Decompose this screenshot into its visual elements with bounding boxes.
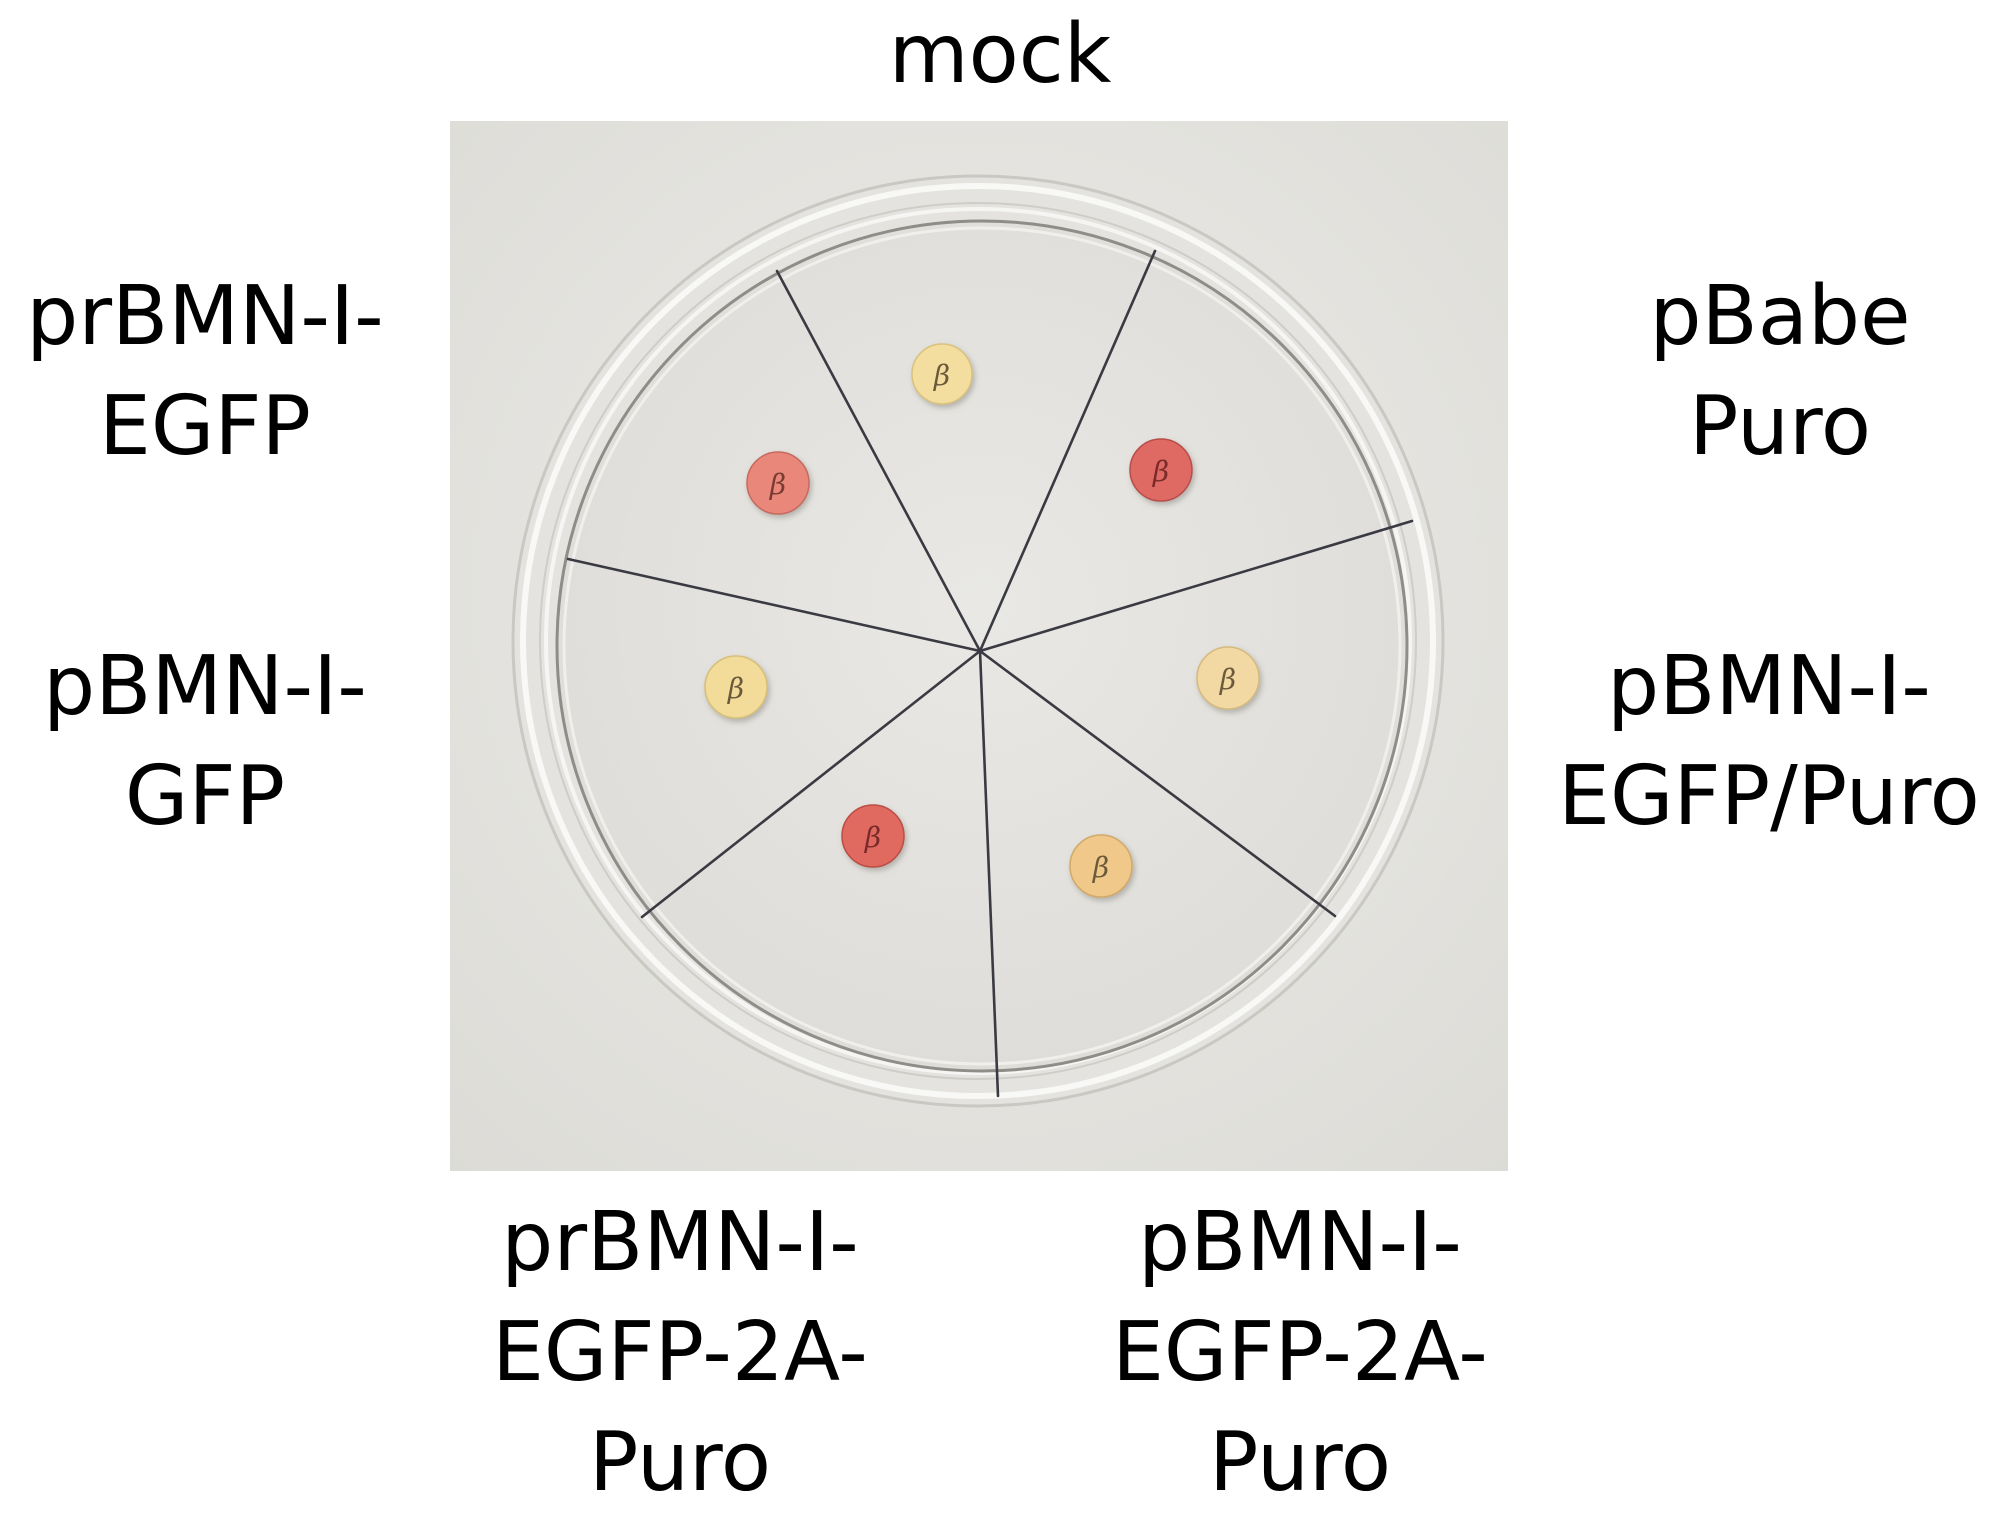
sector-line (640, 649, 982, 919)
disc-pbmn-i-egfp-2a-puro: β (1069, 834, 1133, 898)
label-line: prBMN-I- (26, 269, 384, 364)
label-pbabe-puro: pBabe Puro (1580, 262, 1980, 482)
label-line: mock (888, 7, 1112, 102)
disc (1069, 834, 1133, 898)
disc (911, 343, 973, 405)
petri-dish-photo: β β β β β β β (450, 121, 1508, 1171)
disc-glyph: β (727, 672, 744, 705)
label-line: EGFP-2A- (492, 1305, 868, 1400)
sector-line (978, 649, 1337, 918)
label-pbmn-i-egfp-puro: pBMN-I- EGFP/Puro (1530, 632, 2008, 852)
label-line: Puro (1208, 1415, 1392, 1510)
disc (841, 804, 905, 868)
disc-prbmn-i-egfp: β (746, 451, 810, 515)
sector-line (978, 519, 1414, 653)
sector-line (566, 557, 982, 653)
disc (1129, 438, 1193, 502)
disc-glyph: β (1152, 455, 1169, 488)
sector-line (978, 649, 1000, 1098)
label-mock: mock (800, 0, 1200, 110)
disc-pbmn-i-egfp-puro: β (1196, 646, 1260, 710)
label-prbmn-i-egfp: prBMN-I- EGFP (0, 262, 410, 482)
disc-prbmn-i-egfp-2a-puro: β (841, 804, 905, 868)
label-line: Puro (1688, 379, 1872, 474)
label-line: pBMN-I- (1607, 639, 1931, 734)
label-pbmn-i-egfp-2a-puro-right: pBMN-I- EGFP-2A- Puro (1070, 1188, 1530, 1518)
sector-line (978, 249, 1157, 653)
disc-pbmn-i-gfp: β (704, 655, 768, 719)
disc (746, 451, 810, 515)
label-line: EGFP/Puro (1558, 749, 1980, 844)
disc (1196, 646, 1260, 710)
disc-glyph: β (1092, 851, 1109, 884)
disc-glyph: β (933, 359, 950, 392)
label-pbmn-i-gfp: pBMN-I- GFP (0, 632, 410, 852)
dish-rim-highlight (520, 183, 1436, 1099)
disc-glyph: β (864, 821, 881, 854)
label-line: GFP (124, 749, 286, 844)
disc-glyph: β (1219, 663, 1236, 696)
disc-pbabe-puro: β (1129, 438, 1193, 502)
label-line: pBMN-I- (43, 639, 367, 734)
disc (704, 655, 768, 719)
disc-glyph: β (769, 468, 786, 501)
sector-line (775, 269, 982, 653)
label-line: EGFP-2A- (1112, 1305, 1488, 1400)
label-line: prBMN-I- (501, 1195, 859, 1290)
label-line: Puro (588, 1415, 772, 1510)
label-line: EGFP (99, 379, 311, 474)
dish-rim-inner-line (539, 202, 1417, 1080)
disc-mock: β (911, 343, 973, 405)
label-prbmn-i-egfp-2a-puro: prBMN-I- EGFP-2A- Puro (450, 1188, 910, 1518)
label-line: pBMN-I- (1138, 1195, 1462, 1290)
dish-rim-inner-highlight (544, 207, 1412, 1075)
sector-lines (566, 249, 1414, 1098)
label-line: pBabe (1649, 269, 1911, 364)
agar-edge-highlight (562, 226, 1402, 1066)
